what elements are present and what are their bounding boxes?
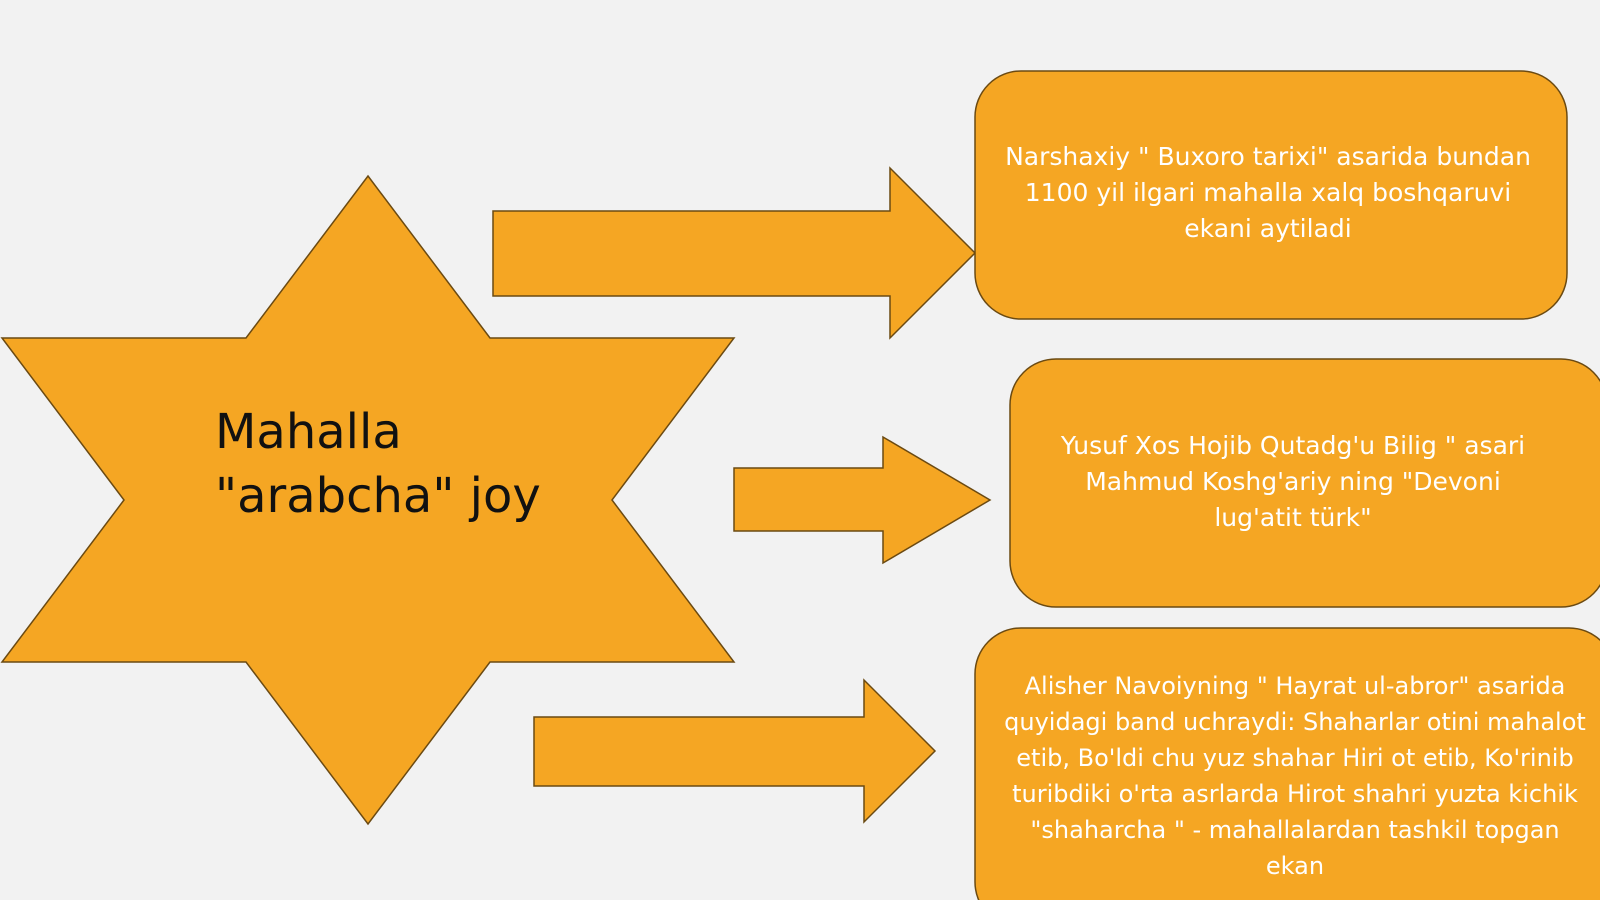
info-box-2 bbox=[1009, 358, 1600, 608]
info-box-1 bbox=[974, 70, 1568, 320]
arrow-to-box-1 bbox=[492, 166, 977, 340]
info-box-3-text: Alisher Navoiyning " Hayrat ul-abror" as… bbox=[1004, 672, 1586, 880]
info-box-2-text: Yusuf Xos Hojib Qutadg'u Bilig " asari M… bbox=[1060, 431, 1526, 532]
info-box-3 bbox=[974, 627, 1600, 900]
central-title-line2: "arabcha" joy bbox=[215, 468, 541, 524]
arrow-to-box-3 bbox=[533, 678, 937, 824]
star-shape bbox=[0, 174, 736, 826]
central-title: Mahalla "arabcha" joy bbox=[215, 400, 555, 528]
info-box-1-text: Narshaxiy " Buxoro tarixi" asarida bunda… bbox=[1005, 142, 1531, 243]
arrow-to-box-2 bbox=[733, 435, 992, 565]
central-title-line1: Mahalla bbox=[215, 404, 402, 460]
